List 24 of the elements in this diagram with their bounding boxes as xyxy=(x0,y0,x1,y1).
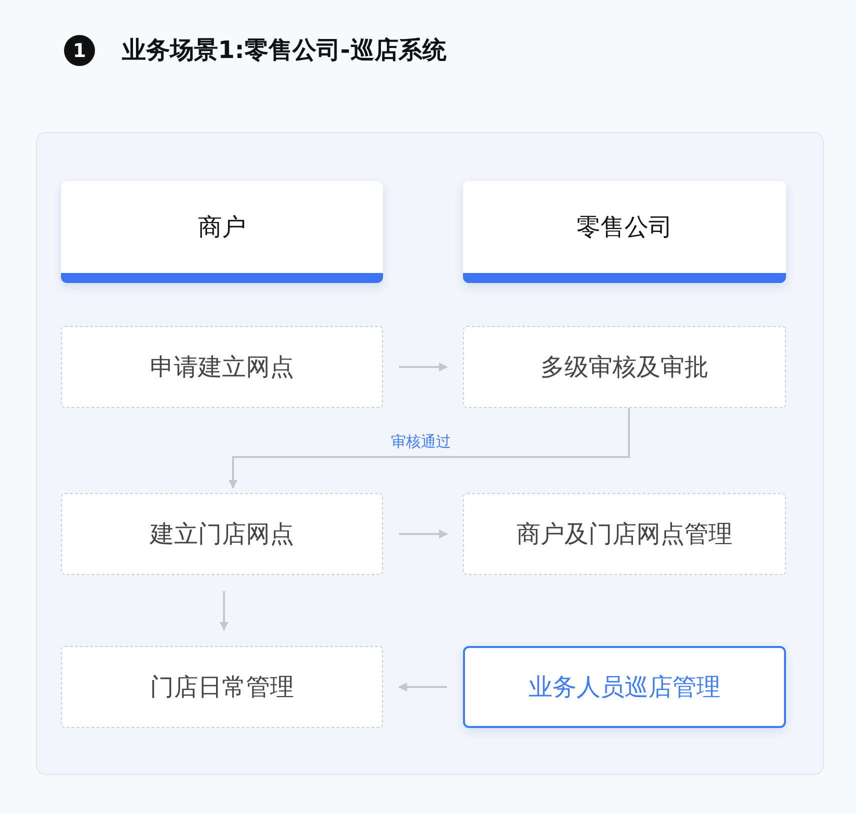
role-header xyxy=(463,181,786,283)
arrow xyxy=(398,682,447,692)
arrow xyxy=(399,530,448,538)
process-box xyxy=(463,326,786,408)
process-box xyxy=(61,646,383,728)
title: 业务场景1:零售公司-巡店系统 xyxy=(122,35,446,66)
process-box xyxy=(61,493,383,575)
node-text: 商户 xyxy=(198,212,246,243)
node-text: 商户及门店网点管理 xyxy=(516,519,732,550)
process-box xyxy=(61,326,383,408)
panel-background xyxy=(36,132,824,775)
node-text: 建立门店网点 xyxy=(150,519,294,550)
node-text: 业务人员巡店管理 xyxy=(528,672,720,703)
node-text: 零售公司 xyxy=(576,212,672,243)
process-box xyxy=(463,646,786,728)
role-header xyxy=(61,181,383,283)
arrow xyxy=(220,591,228,631)
node-text: 多级审核及审批 xyxy=(540,352,708,383)
step-number: 1 xyxy=(64,35,95,66)
process-box xyxy=(463,493,786,575)
node-text: 申请建立网点 xyxy=(150,352,294,383)
node-text: 门店日常管理 xyxy=(150,672,294,703)
arrow xyxy=(228,408,630,489)
arrow xyxy=(399,362,448,372)
